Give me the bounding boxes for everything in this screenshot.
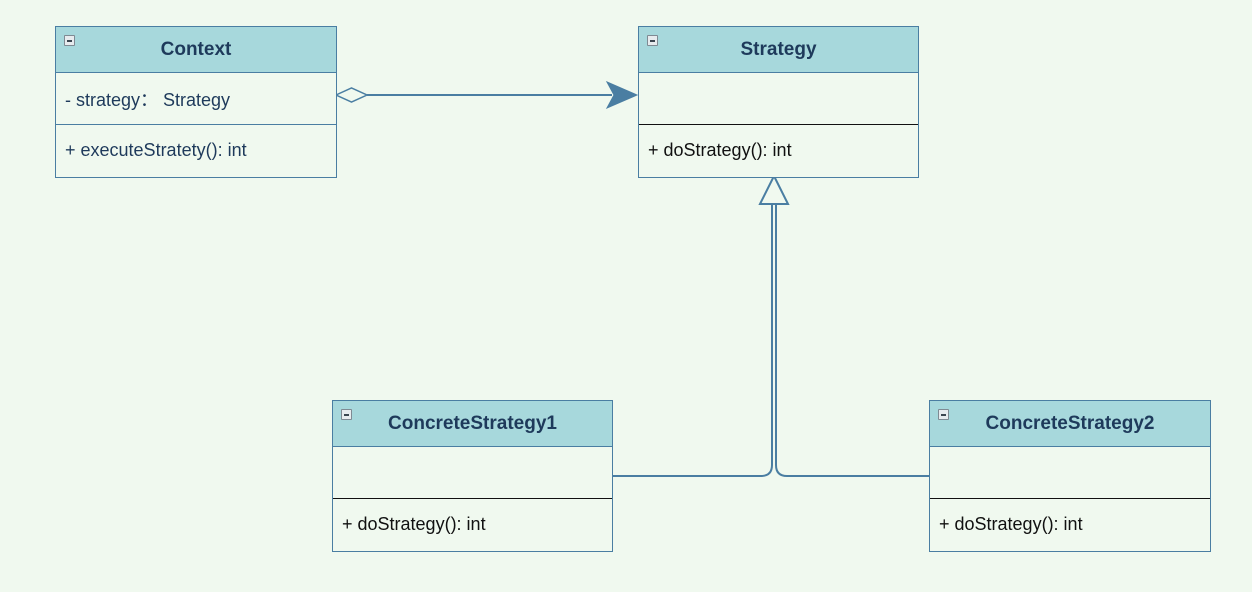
class-concrete-strategy1-attributes	[333, 447, 612, 499]
class-context-attribute: - strategy： Strategy	[56, 73, 336, 125]
collapse-icon[interactable]	[647, 35, 658, 46]
class-concrete-strategy2-method: + doStrategy(): int	[939, 514, 1083, 534]
class-concrete-strategy2-title: ConcreteStrategy2	[985, 412, 1155, 434]
class-concrete-strategy1-header[interactable]: ConcreteStrategy1	[333, 401, 612, 447]
class-strategy[interactable]: Strategy + doStrategy(): int	[638, 26, 919, 178]
class-concrete-strategy1[interactable]: ConcreteStrategy1 + doStrategy(): int	[332, 400, 613, 552]
aggregation-diamond	[334, 87, 369, 103]
navigation-arrowhead	[605, 80, 639, 110]
collapse-icon[interactable]	[938, 409, 949, 420]
class-context[interactable]: Context - strategy： Strategy + executeSt…	[55, 26, 337, 178]
class-context-title: Context	[160, 38, 232, 60]
class-concrete-strategy2[interactable]: ConcreteStrategy2 + doStrategy(): int	[929, 400, 1211, 552]
generalization-concrete1[interactable]	[612, 203, 773, 477]
class-concrete-strategy2-attributes	[930, 447, 1210, 499]
collapse-icon[interactable]	[341, 409, 352, 420]
class-strategy-method: + doStrategy(): int	[648, 140, 792, 160]
aggregation-association[interactable]	[334, 80, 639, 110]
class-context-method: + executeStratety(): int	[65, 140, 247, 160]
class-strategy-header[interactable]: Strategy	[639, 27, 918, 73]
collapse-icon[interactable]	[64, 35, 75, 46]
class-concrete-strategy1-method: + doStrategy(): int	[342, 514, 486, 534]
class-strategy-title: Strategy	[740, 38, 817, 60]
class-strategy-attributes	[639, 73, 918, 125]
class-concrete-strategy2-header[interactable]: ConcreteStrategy2	[930, 401, 1210, 447]
inheritance-triangle	[758, 173, 790, 205]
class-concrete-strategy1-title: ConcreteStrategy1	[388, 412, 557, 434]
class-context-header[interactable]: Context	[56, 27, 336, 73]
generalization-concrete2[interactable]	[775, 203, 929, 477]
